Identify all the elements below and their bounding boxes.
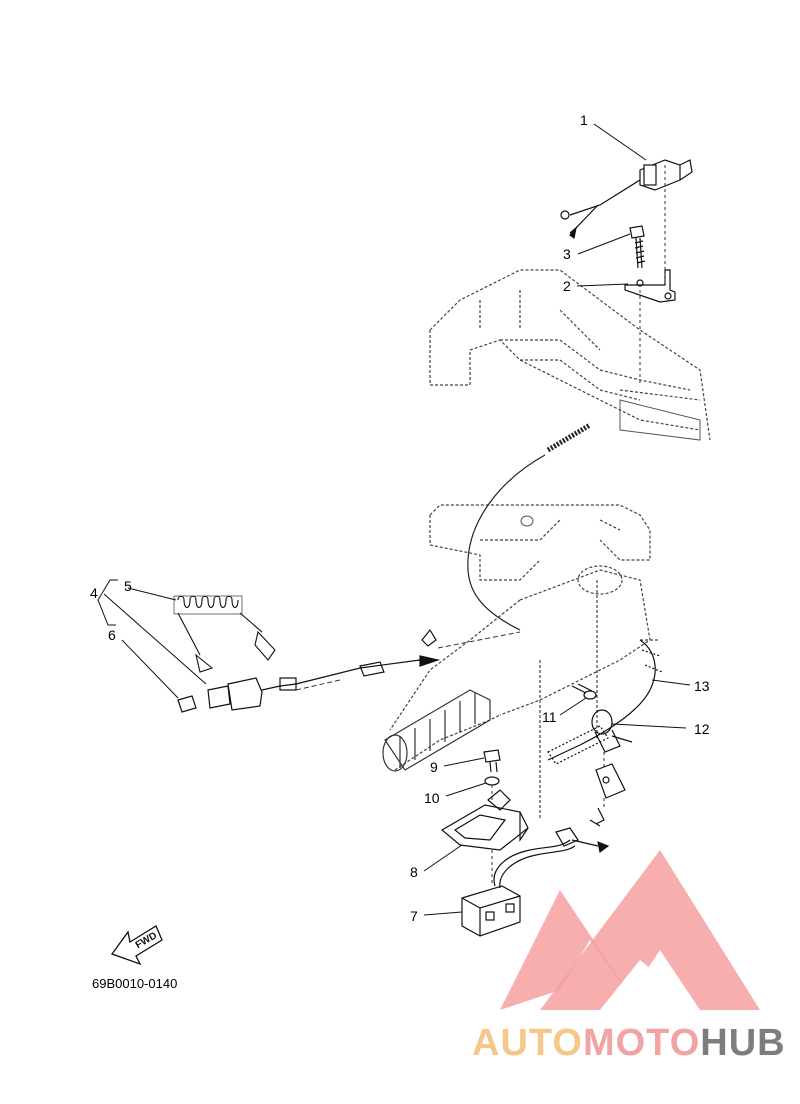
part-label-7: 7 [410,908,418,924]
bracket-8 [440,789,529,851]
clamp-12 [589,709,633,827]
steering-handle [389,565,660,820]
bottom-cowling-outline [429,269,711,581]
emergency-stop-switch [207,628,441,711]
watermark-part-hub: HUB [700,1022,786,1064]
stop-switch [560,159,693,240]
relay-unit-7 [461,827,610,937]
watermark-part-auto: AUTO [472,1022,583,1064]
part-label-13: 13 [694,678,710,694]
part-labels: 1 2 3 4 5 6 7 8 9 10 11 12 13 [90,112,710,924]
part-label-3: 3 [563,246,571,262]
screw-3 [629,225,646,269]
stop-switch-cap [177,695,197,713]
diagram-code: 69B0010-0140 [92,976,178,991]
bracket-2 [624,269,676,303]
leader-lines [97,123,691,916]
part-label-9: 9 [430,759,438,775]
part-label-10: 10 [424,790,440,806]
part-label-6: 6 [108,627,116,643]
washer-10 [484,776,500,786]
part-label-11: 11 [542,709,557,725]
wire-harness-13 [547,639,663,765]
watermark-text: AUTOMOTOHUB [472,1022,786,1065]
bolt-9 [483,749,501,773]
part-label-12: 12 [694,721,710,737]
part-label-4: 4 [90,585,98,601]
dash-leaders-left [295,631,521,691]
part-label-1: 1 [580,112,588,128]
screw-11 [571,683,597,700]
lanyard-cord [173,595,276,673]
part-label-5: 5 [124,578,132,594]
stop-switch-cable [467,422,592,631]
part-label-8: 8 [410,864,418,880]
watermark-part-moto: MOTO [582,1022,701,1064]
bottom-cowling-solid [520,399,701,527]
dash-leaders-upper [639,165,666,385]
fwd-arrow-icon: FWD [110,925,163,966]
part-label-2: 2 [563,278,571,294]
watermark-logo [500,850,760,1010]
throttle-grip [382,689,491,772]
